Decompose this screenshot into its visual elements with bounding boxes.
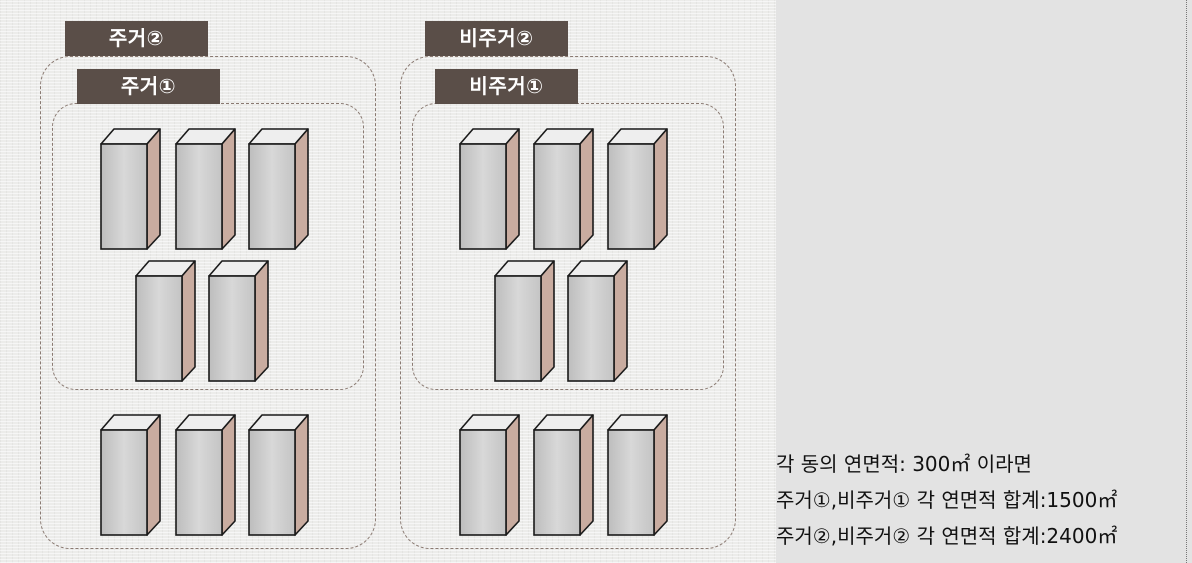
group-nonresidential-2-boundary [400, 56, 736, 549]
building-block [248, 127, 318, 252]
building-block [100, 127, 170, 252]
building-block [533, 127, 603, 252]
frame-border [1186, 0, 1187, 563]
group-residential-2-boundary [40, 56, 376, 549]
building-block [459, 413, 529, 538]
building-block [494, 259, 564, 384]
building-block [208, 259, 278, 384]
area-notes: 각 동의 연면적: 300㎡ 이라면 주거①,비주거① 각 연면적 합계:150… [776, 446, 1192, 554]
building-block [175, 127, 245, 252]
building-block [135, 259, 205, 384]
diagram-panel: 주거② 주거① 비주거② 비주거① [0, 0, 776, 563]
building-block [607, 413, 677, 538]
building-block [567, 259, 637, 384]
building-block [459, 127, 529, 252]
note-line-1: 각 동의 연면적: 300㎡ 이라면 [776, 452, 1032, 476]
label-nonresidential-1: 비주거① [435, 69, 578, 104]
building-block [248, 413, 318, 538]
label-residential-2: 주거② [65, 21, 208, 56]
building-block [533, 413, 603, 538]
note-line-3: 주거②,비주거② 각 연면적 합계:2400㎡ [776, 524, 1118, 548]
building-block [175, 413, 245, 538]
label-nonresidential-2: 비주거② [425, 21, 568, 56]
label-residential-1: 주거① [77, 69, 220, 104]
note-line-2: 주거①,비주거① 각 연면적 합계:1500㎡ [776, 488, 1118, 512]
building-block [100, 413, 170, 538]
building-block [607, 127, 677, 252]
